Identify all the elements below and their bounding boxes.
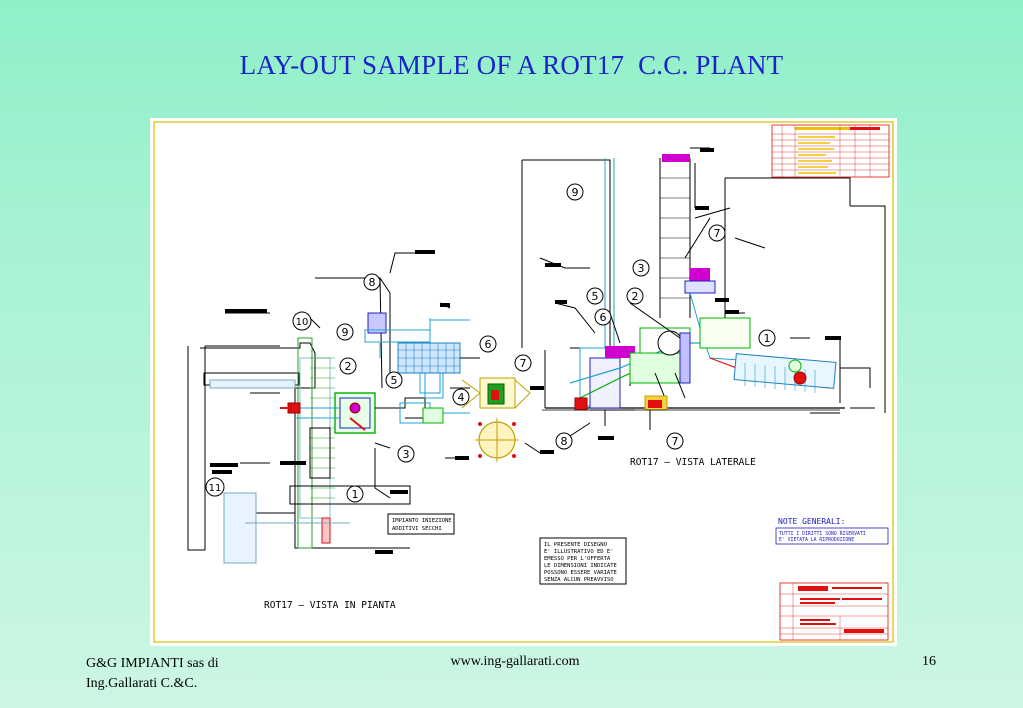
plan-view-label: ROT17 – VISTA IN PIANTA [264, 600, 396, 611]
svg-text:7: 7 [714, 227, 721, 240]
plan-callout-7: 7 [514, 354, 532, 372]
side-view [521, 147, 886, 440]
side-callout-9: 9 [566, 183, 584, 201]
side-callout-2: 2 [626, 287, 644, 305]
svg-text:3: 3 [638, 262, 645, 275]
slide-title: LAY-OUT SAMPLE OF A ROT17 C.C. PLANT [239, 50, 784, 80]
svg-text:E' ILLUSTRATIVO ED E': E' ILLUSTRATIVO ED E' [544, 549, 614, 555]
side-callout-5: 5 [586, 287, 604, 305]
svg-text:EMESSO PER L'OFFERTA: EMESSO PER L'OFFERTA [544, 556, 611, 562]
plan-callout-8: 8 [363, 273, 381, 291]
side-callout-7-bottom: 7 [666, 432, 684, 450]
svg-text:3: 3 [403, 448, 410, 461]
svg-text:5: 5 [592, 290, 599, 303]
plan-callout-6: 6 [479, 335, 497, 353]
plan-callout-1: 1 [346, 485, 364, 503]
plan-view [187, 250, 554, 564]
svg-text:6: 6 [485, 338, 492, 351]
notes-title: NOTE GENERALI: [778, 517, 845, 526]
side-callout-8: 8 [555, 432, 573, 450]
notes-line1: TUTTI I DIRITTI SONO RISERVATI [779, 531, 866, 537]
title-block [779, 582, 889, 641]
svg-text:5: 5 [391, 374, 398, 387]
svg-text:1: 1 [352, 488, 359, 501]
plan-callouts: 1 2 3 4 5 6 7 8 9 10 11 [205, 273, 532, 503]
footer-company-line1: G&G IMPIANTI sas di [86, 656, 219, 671]
side-callout-6: 6 [594, 308, 612, 326]
svg-text:POSSONO ESSERE VARIATE: POSSONO ESSERE VARIATE [544, 570, 617, 576]
plan-callout-4: 4 [452, 388, 470, 406]
svg-text:8: 8 [561, 435, 568, 448]
general-notes: NOTE GENERALI: TUTTI I DIRITTI SONO RISE… [775, 517, 889, 545]
svg-text:7: 7 [672, 435, 679, 448]
svg-text:10: 10 [296, 317, 309, 328]
side-callout-7-top: 7 [708, 224, 726, 242]
svg-text:9: 9 [572, 186, 579, 199]
plan-callout-10: 10 [292, 311, 312, 331]
svg-text:7: 7 [520, 357, 527, 370]
plant-layout-drawing: 1 2 3 4 5 6 7 8 9 10 11 IMPIANTO INIEZIO… [150, 118, 897, 646]
cad-layout-svg: 1 2 3 4 5 6 7 8 9 10 11 IMPIANTO INIEZIO… [153, 121, 894, 643]
disclaimer-box [539, 537, 627, 585]
svg-text:2: 2 [632, 290, 639, 303]
svg-text:SENZA ALCUN PREAVVISO: SENZA ALCUN PREAVVISO [544, 577, 614, 583]
svg-text:11: 11 [209, 483, 222, 494]
svg-text:9: 9 [342, 326, 349, 339]
svg-text:IL PRESENTE DISEGNO: IL PRESENTE DISEGNO [544, 542, 607, 548]
svg-text:LE DIMENSIONI INDICATE: LE DIMENSIONI INDICATE [544, 563, 617, 569]
side-view-label: ROT17 – VISTA LATERALE [630, 457, 756, 468]
disclaimer-text: IL PRESENTE DISEGNO E' ILLUSTRATIVO ED E… [544, 542, 617, 583]
svg-text:8: 8 [369, 276, 376, 289]
svg-text:2: 2 [345, 360, 352, 373]
injection-label-line2: ADDITIVI SECCHI [392, 526, 442, 532]
materials-table [771, 124, 890, 178]
side-callouts: 1 2 3 5 6 7 7 8 9 [555, 183, 776, 450]
footer-company: G&G IMPIANTI sas di Ing.Gallarati C.&C. [86, 654, 306, 694]
injection-label-line1: IMPIANTO INIEZIONE [392, 518, 452, 524]
plan-callout-11: 11 [205, 477, 225, 497]
plan-callout-2: 2 [339, 357, 357, 375]
svg-text:4: 4 [458, 391, 465, 404]
notes-line2: E' VIETATA LA RIPRODUZIONE [779, 537, 854, 543]
footer-website: www.ing-gallarati.com [450, 654, 580, 669]
footer-company-line2: Ing.Gallarati C.&C. [86, 676, 198, 691]
side-callout-1: 1 [758, 329, 776, 347]
plan-callout-3: 3 [397, 445, 415, 463]
injection-label-box [387, 513, 455, 535]
svg-text:1: 1 [764, 332, 771, 345]
side-callout-3: 3 [632, 259, 650, 277]
plan-callout-9: 9 [336, 323, 354, 341]
page-number: 16 [922, 654, 936, 669]
svg-text:6: 6 [600, 311, 607, 324]
plan-callout-5: 5 [385, 371, 403, 389]
